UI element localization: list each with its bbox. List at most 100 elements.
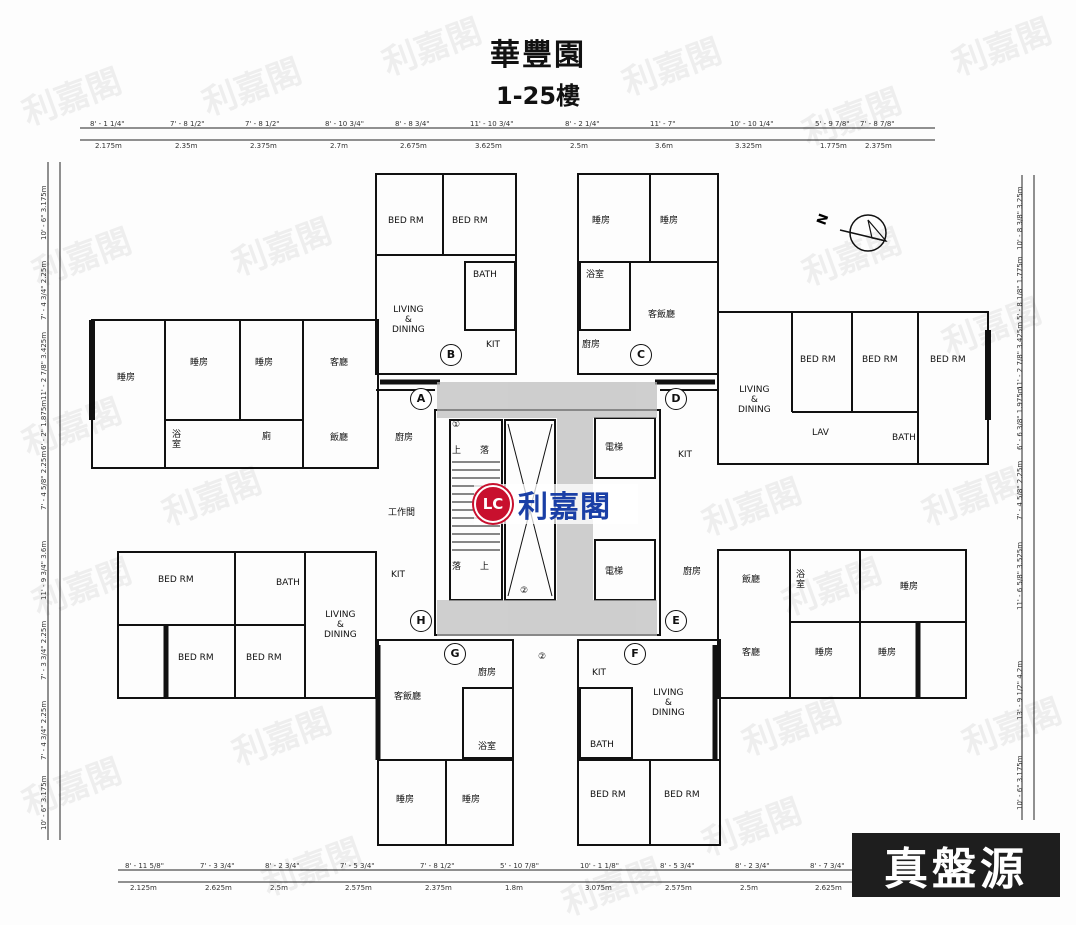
- room-label-b-bed2: BED RM: [452, 216, 488, 226]
- left-dim: 10' - 6" 3.175m: [40, 775, 48, 830]
- room-label-c-bed1: 睡房: [592, 216, 611, 226]
- room-label-a-dining: 飯廳: [330, 433, 349, 443]
- bottom-dim-metric: 2.375m: [425, 884, 452, 892]
- left-dim: 7' - 4 3/4" 2.25m: [40, 260, 48, 320]
- room-label-a-living: 客廳: [330, 358, 349, 368]
- room-label-f-bed1: BED RM: [590, 790, 626, 800]
- top-dim-imperial: 5' - 9 7/8": [815, 120, 850, 128]
- room-label-duct2: ②: [538, 652, 547, 662]
- left-dim: 7' - 4 5/8" 2.25m: [40, 450, 48, 510]
- top-dim-metric: 3.325m: [735, 142, 762, 150]
- room-label-a-bed1: 睡房: [117, 373, 136, 383]
- lift-2: [594, 539, 656, 601]
- room-label-h-living: LIVING&DINING: [324, 610, 357, 640]
- room-label-a-bed3: 睡房: [255, 358, 274, 368]
- room-label-c-living: 客飯廳: [648, 310, 676, 320]
- top-dim-metric: 3.6m: [655, 142, 673, 150]
- top-dim-imperial: 11' - 10 3/4": [470, 120, 514, 128]
- right-dim: 10' - 8 3/8" 3.25m: [1016, 186, 1024, 250]
- room-label-e-living: 飯廳: [742, 575, 761, 585]
- room-label-a-kit: 廚房: [395, 433, 414, 443]
- room-label-h-bed1: BED RM: [158, 575, 194, 585]
- room-label-lift1: 電梯: [605, 443, 624, 453]
- room-label-d-living: LIVING&DINING: [738, 385, 771, 415]
- bottom-dim-imperial: 8' - 7 3/4": [810, 862, 845, 870]
- lift-1: [594, 417, 656, 479]
- top-dim-metric: 1.775m: [820, 142, 847, 150]
- right-dim: 5' - 8 1/8" 1.775m: [1016, 256, 1024, 320]
- room-label-h-bath: BATH: [276, 578, 300, 588]
- left-dim: 7' - 4 3/4" 2.25m: [40, 700, 48, 760]
- room-label-h-bed2: BED RM: [178, 653, 214, 663]
- logo-mark-icon: LC: [474, 485, 512, 523]
- room-label-g-bed2: 睡房: [462, 795, 481, 805]
- room-label-e-kit: 廚房: [683, 567, 702, 577]
- logo-text: 利嘉閣: [518, 490, 611, 525]
- room-label-c-bath: 浴室: [586, 270, 605, 280]
- room-label-e-bed3: 睡房: [878, 648, 897, 658]
- room-label-stair-up: 上: [452, 446, 462, 456]
- top-dim-imperial: 7' - 8 1/2": [245, 120, 280, 128]
- room-label-a-wc: 廁: [262, 432, 272, 442]
- top-dim-metric: 2.375m: [250, 142, 277, 150]
- floor-range: 1-25樓: [495, 82, 581, 110]
- room-label-f-kit: KIT: [592, 668, 607, 678]
- left-dim: 7' - 3 3/4" 2.25m: [40, 620, 48, 680]
- unit-marker-f: F: [624, 643, 646, 665]
- unit-marker-c: C: [630, 344, 652, 366]
- bottom-dim-metric: 2.125m: [130, 884, 157, 892]
- right-dim: 13' - 9 1/2" 4.2m: [1016, 660, 1024, 720]
- top-dim-imperial: 11' - 7": [650, 120, 676, 128]
- top-dim-metric: 3.625m: [475, 142, 502, 150]
- room-label-lift2: 電梯: [605, 567, 624, 577]
- room-label-g-living: 客飯廳: [394, 692, 422, 702]
- room-label-c-kit: 廚房: [582, 340, 601, 350]
- room-label-e-bed2: 睡房: [815, 648, 834, 658]
- unit-marker-h: H: [410, 610, 432, 632]
- compass: N: [815, 208, 888, 262]
- unit-marker-a: A: [410, 388, 432, 410]
- unit-marker-b: B: [440, 344, 462, 366]
- room-label-stair-down: 落: [480, 446, 490, 456]
- bottom-dim-imperial: 8' - 2 3/4": [265, 862, 300, 870]
- unit-e-outline: [717, 549, 967, 699]
- top-dim-metric: 2.175m: [95, 142, 122, 150]
- authenticity-seal: 真盤源: [852, 833, 1060, 897]
- bottom-dim-imperial: 8' - 5 3/4": [660, 862, 695, 870]
- room-label-duct1: ②: [520, 586, 529, 596]
- bottom-dim-metric: 1.8m: [505, 884, 523, 892]
- top-dim-imperial: 7' - 8 1/2": [170, 120, 205, 128]
- room-label-b-kit: KIT: [486, 340, 501, 350]
- top-dim-metric: 2.7m: [330, 142, 348, 150]
- left-dim: 11' - 9 3/4" 3.6m: [40, 540, 48, 600]
- room-label-stair-down2: 落: [452, 562, 462, 572]
- room-label-a-store: 工作間: [388, 508, 416, 518]
- top-dim-imperial: 7' - 8 7/8": [860, 120, 895, 128]
- left-dim: 11' - 2 7/8" 3.425m: [40, 331, 48, 400]
- room-label-g-kit: 廚房: [478, 668, 497, 678]
- agency-logo: LC 利嘉閣: [474, 484, 638, 525]
- room-label-f-bath: BATH: [590, 740, 614, 750]
- top-dim-imperial: 10' - 10 1/4": [730, 120, 774, 128]
- bottom-dim-imperial: 8' - 2 3/4": [735, 862, 770, 870]
- room-label-a-bed2: 睡房: [190, 358, 209, 368]
- unit-marker-d: D: [665, 388, 687, 410]
- bottom-dim-metric: 2.575m: [665, 884, 692, 892]
- room-label-b-living: LIVING&DINING: [392, 305, 425, 335]
- top-dim-imperial: 8' - 1 1/4": [90, 120, 125, 128]
- room-label-d-bed3: BED RM: [930, 355, 966, 365]
- room-label-g-bath: 浴室: [478, 742, 497, 752]
- room-label-g-bed1: 睡房: [396, 795, 415, 805]
- right-dim: 11' - 2 7/8" 3.425m: [1016, 321, 1024, 390]
- dimension-lines: [47, 127, 1035, 883]
- bottom-dim-metric: 2.625m: [815, 884, 842, 892]
- room-label-stair-up2: 上: [480, 562, 490, 572]
- room-label-d-lav: LAV: [812, 428, 829, 438]
- top-dim-imperial: 8' - 10 3/4": [325, 120, 364, 128]
- room-label-d-kit: KIT: [678, 450, 693, 460]
- room-label-a-bath: 浴室: [172, 430, 182, 450]
- room-label-f-bed2: BED RM: [664, 790, 700, 800]
- bottom-dim-imperial: 10' - 1 1/8": [580, 862, 619, 870]
- left-dim: 6' - 2" 1.875m: [40, 399, 48, 450]
